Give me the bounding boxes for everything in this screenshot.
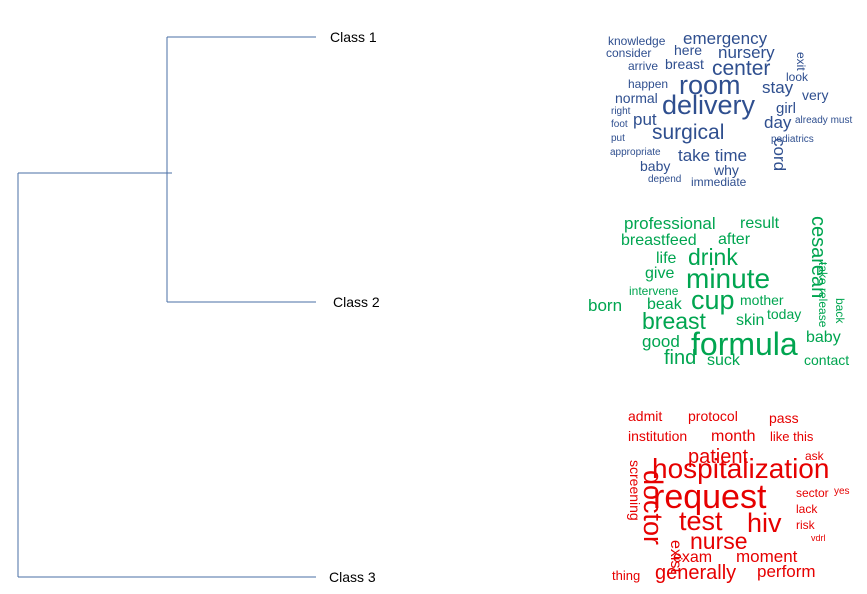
cloud-word: very bbox=[802, 87, 829, 103]
class-1-label: Class 1 bbox=[330, 29, 377, 45]
cloud-word: mother bbox=[740, 292, 784, 308]
cloud-word: patient bbox=[688, 446, 749, 468]
cloud-word: knowledge bbox=[608, 34, 666, 48]
cloud-word: admit bbox=[628, 408, 663, 424]
cloud-word: immediate bbox=[691, 175, 747, 189]
cloud-word: back bbox=[833, 298, 847, 324]
cloud-word: foot bbox=[611, 119, 628, 130]
cloud-word: depend bbox=[648, 174, 682, 185]
cloud-word: right bbox=[611, 106, 631, 117]
cloud-word: find bbox=[664, 347, 697, 369]
cloud-word: day bbox=[764, 113, 792, 132]
cloud-word: pass bbox=[769, 410, 799, 426]
cloud-word: like this bbox=[770, 429, 814, 444]
cloud-word: put bbox=[611, 133, 625, 144]
cloud-word: drink bbox=[688, 244, 738, 270]
cloud-word: already must bbox=[795, 115, 853, 126]
cloud-word: emergency bbox=[683, 29, 768, 48]
cloud-word: minute bbox=[686, 263, 771, 294]
cloud-word: breast bbox=[642, 308, 706, 334]
cloud-word: cord bbox=[770, 138, 789, 172]
cloud-word: professional bbox=[624, 214, 716, 233]
cloud-word: lack bbox=[796, 502, 818, 516]
cloud-word: hospitalization bbox=[652, 453, 830, 484]
cloud-word: happen bbox=[628, 77, 669, 91]
cloud-word: center bbox=[712, 57, 771, 80]
cloud-word: perform bbox=[757, 562, 816, 581]
cloud-word: beak bbox=[647, 296, 682, 313]
cloud-word: cup bbox=[691, 285, 735, 315]
cloud-word: delivery bbox=[662, 90, 756, 120]
cloud-word: appropriate bbox=[610, 147, 661, 158]
cloud-word: surgical bbox=[652, 121, 725, 144]
cloud-word: contact bbox=[804, 352, 850, 368]
cloud-word: room bbox=[679, 70, 741, 100]
cloud-word: request bbox=[653, 478, 767, 516]
cloud-word: consider bbox=[606, 46, 652, 60]
cloud-word: take release bbox=[816, 262, 830, 328]
cloud-word: take time bbox=[678, 146, 747, 165]
cloud-word: baby bbox=[640, 158, 671, 174]
cloud-word: stay bbox=[762, 78, 794, 97]
cloud-word: ask bbox=[805, 449, 824, 463]
cloud-word: intervene bbox=[629, 284, 679, 298]
cloud-word: baby bbox=[806, 329, 841, 346]
cloud-word: test bbox=[679, 506, 723, 536]
cloud-word: born bbox=[588, 296, 623, 315]
cloud-word: breast bbox=[665, 56, 704, 72]
class-3-label: Class 3 bbox=[329, 569, 376, 585]
cloud-word: risk bbox=[796, 518, 815, 532]
cloud-word: why bbox=[714, 162, 739, 178]
cloud-word: protocol bbox=[688, 408, 738, 424]
cloud-word: girl bbox=[776, 100, 797, 117]
cloud-word: skin bbox=[736, 312, 765, 329]
cloud-word: look bbox=[786, 70, 809, 84]
cloud-word: arrive bbox=[628, 59, 659, 73]
cloud-word: pediatrics bbox=[771, 134, 814, 145]
cloud-word: here bbox=[674, 42, 703, 58]
cloud-word: nursery bbox=[718, 43, 775, 62]
cloud-word: result bbox=[740, 215, 780, 232]
cloud-word: moment bbox=[736, 547, 798, 566]
cloud-word: put bbox=[633, 110, 657, 129]
cloud-word: suck bbox=[707, 352, 740, 369]
cloud-word: give bbox=[645, 265, 675, 282]
cloud-word: good bbox=[642, 332, 680, 351]
cloud-word: generally bbox=[655, 562, 737, 584]
class-2-label: Class 2 bbox=[333, 294, 380, 310]
cloud-word: yes bbox=[834, 486, 850, 497]
cloud-word: after bbox=[718, 231, 751, 248]
cloud-word: hiv bbox=[747, 508, 782, 538]
cloud-word: life bbox=[656, 250, 677, 267]
cloud-word: thing bbox=[612, 568, 641, 583]
cloud-word: exam bbox=[673, 549, 713, 566]
cloud-word: normal bbox=[615, 90, 658, 106]
cloud-word: exit bbox=[794, 52, 808, 71]
cloud-word: nurse bbox=[690, 528, 748, 554]
cloud-word: month bbox=[711, 428, 756, 445]
cloud-word: vdrl bbox=[811, 533, 826, 543]
cloud-word: formula bbox=[691, 326, 798, 362]
cloud-word: institution bbox=[628, 428, 688, 444]
cloud-word: sector bbox=[796, 486, 829, 500]
cloud-word: breastfeed bbox=[621, 232, 697, 249]
cloud-word: today bbox=[767, 306, 802, 322]
